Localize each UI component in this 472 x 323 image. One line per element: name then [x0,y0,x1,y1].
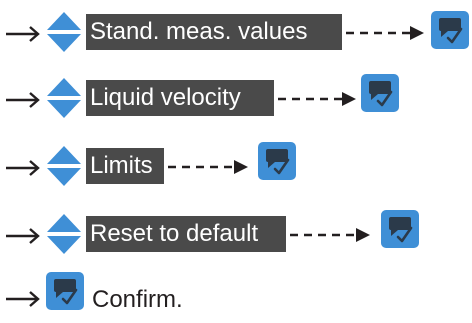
confirm-label: Confirm. [92,286,183,313]
up-down-arrows-icon [47,78,81,118]
dashed-arrow [346,26,424,40]
right-arrow-icon [6,160,40,176]
dashed-arrow [168,160,248,174]
menu-item-stand-meas-values[interactable]: Stand. meas. values [86,14,342,50]
menu-item-limits[interactable]: Limits [86,148,164,184]
step-reset-to-default: Reset to default [0,210,472,264]
right-arrow-icon [6,291,40,307]
right-arrow-icon [6,26,40,42]
up-down-arrows-icon [47,214,81,254]
step-liquid-velocity: Liquid velocity [0,74,472,128]
menu-item-reset-to-default[interactable]: Reset to default [86,216,286,252]
enter-key-icon[interactable] [431,11,469,49]
enter-key-icon[interactable] [258,142,296,180]
dashed-arrow [278,92,356,106]
right-arrow-icon [6,92,40,108]
up-down-arrows-icon [47,12,81,52]
step-limits: Limits [0,142,472,196]
step-confirm: Confirm. [0,268,472,322]
enter-key-icon[interactable] [361,74,399,112]
dashed-arrow [290,228,370,242]
enter-key-icon[interactable] [46,272,84,310]
enter-key-icon[interactable] [381,210,419,248]
menu-item-liquid-velocity[interactable]: Liquid velocity [86,80,274,116]
step-stand-meas-values: Stand. meas. values [0,8,472,62]
up-down-arrows-icon [47,146,81,186]
right-arrow-icon [6,228,40,244]
